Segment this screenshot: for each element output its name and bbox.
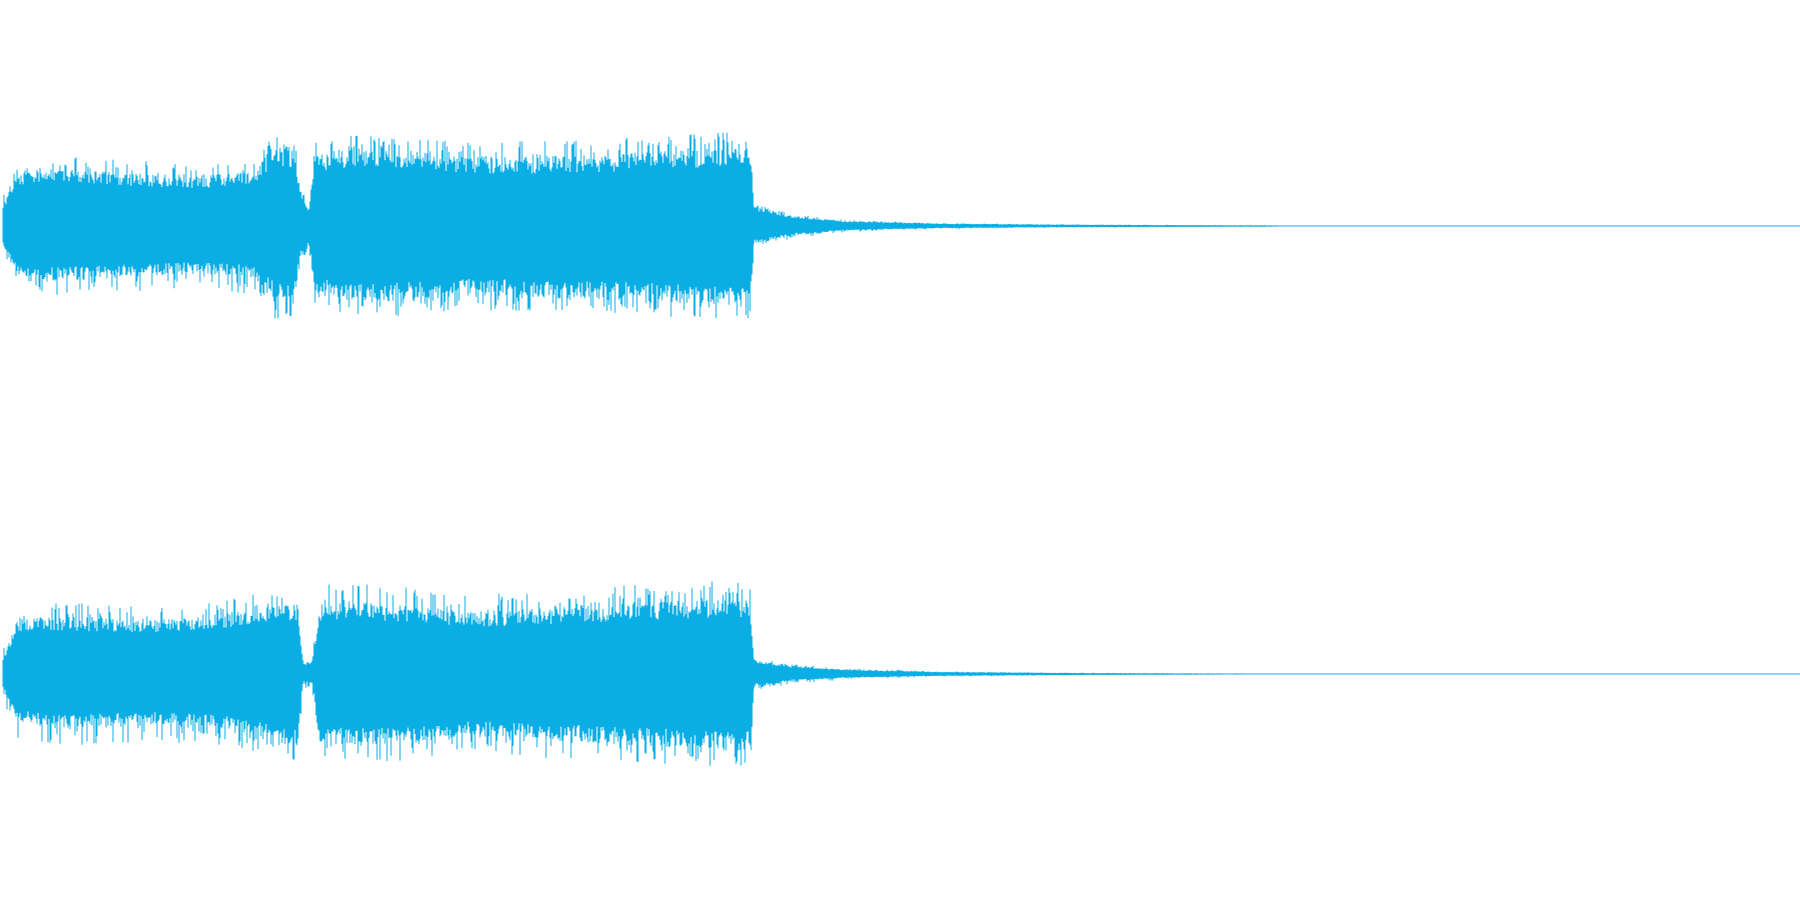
channel-1-waveform: [2, 132, 1800, 319]
channel-1-core: [3, 176, 1799, 277]
channel-2-waveform: [2, 581, 1800, 766]
channel-2-core: [3, 626, 1799, 723]
